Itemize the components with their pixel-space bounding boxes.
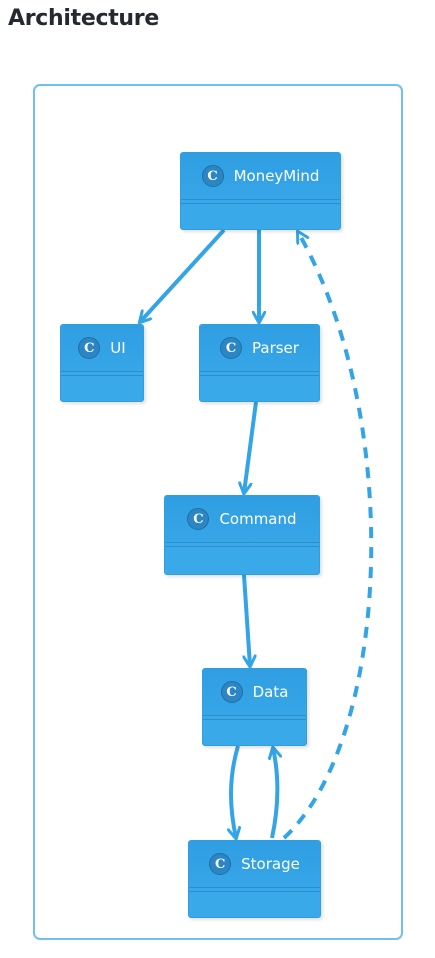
page-title: Architecture [8,6,159,31]
class-name-moneymind: MoneyMind [233,167,320,185]
arrow-moneymind-to-ui [140,228,226,322]
arrow-parser-to-command [244,401,258,493]
class-name-ui: UI [110,339,126,357]
arrow-command-to-data [242,574,250,666]
class-ui: C UI [60,324,144,402]
class-c-icon: C [209,853,232,875]
class-name-parser: Parser [252,339,299,357]
diagram-frame [33,84,403,940]
class-name-storage: Storage [241,855,300,873]
class-c-icon: C [220,681,243,703]
class-c-icon: C [220,337,243,359]
class-name-command: Command [219,510,297,528]
class-c-icon: C [201,165,224,187]
class-command: C Command [164,495,320,575]
class-storage: C Storage [188,840,321,918]
arrow-data-to-storage [231,745,238,838]
class-parser: C Parser [199,324,320,402]
class-c-icon: C [187,508,210,530]
arrow-storage-to-moneymind-dashed [282,232,374,840]
class-moneymind: C MoneyMind [180,152,341,230]
arrow-storage-to-data [272,748,277,839]
class-name-data: Data [252,683,289,701]
class-data: C Data [202,668,307,746]
class-c-icon: C [78,337,101,359]
